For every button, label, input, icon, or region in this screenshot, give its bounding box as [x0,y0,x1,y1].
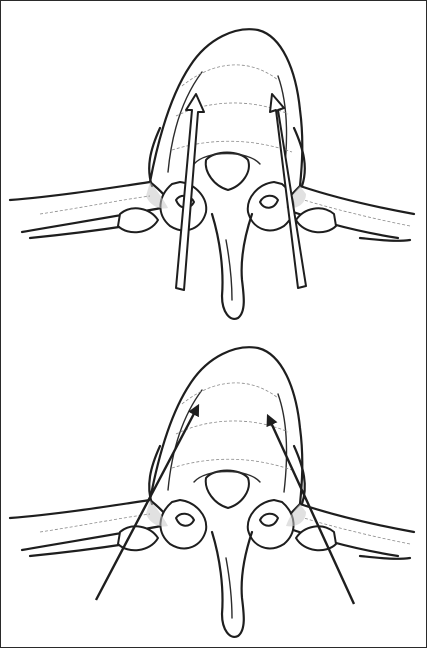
top-panel [10,29,414,319]
bottom-panel [10,347,414,637]
vertebra-top [10,29,414,319]
vertebra-bottom [10,347,414,637]
